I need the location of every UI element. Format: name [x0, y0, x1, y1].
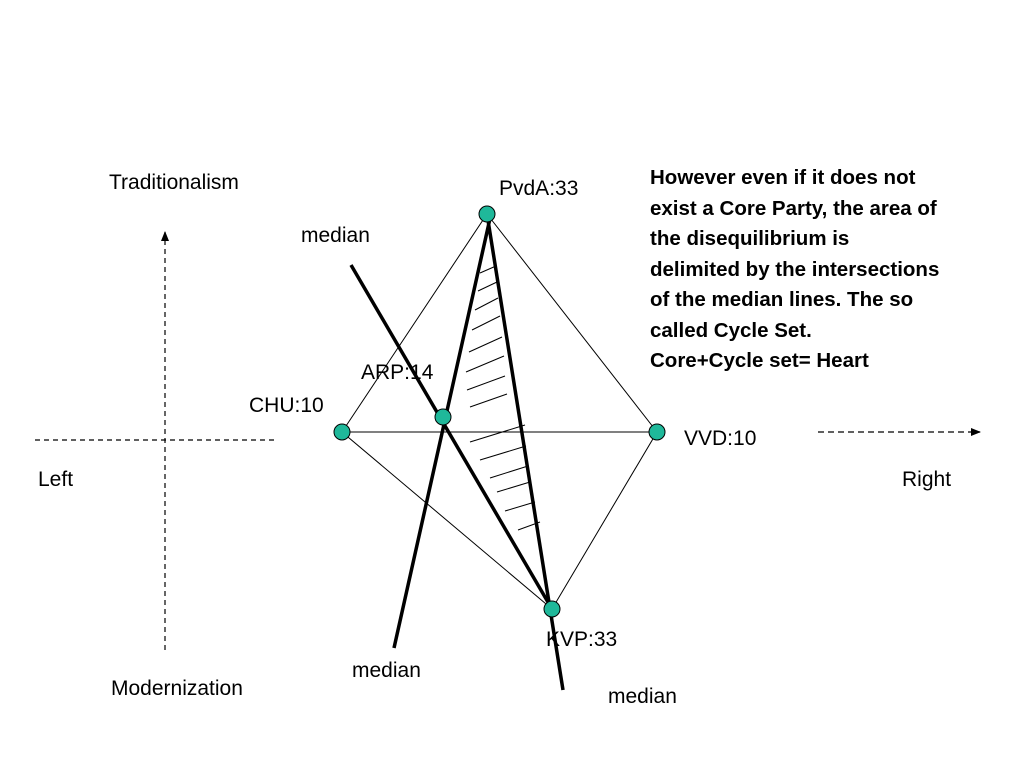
party-nodes: [333, 205, 666, 618]
median-line-diagonal: [349, 264, 554, 610]
party-node-arp: [434, 408, 452, 426]
party-node-chu: [333, 423, 351, 441]
axis-label-top: Traditionalism: [109, 171, 239, 194]
axis-label-right: Right: [902, 468, 952, 491]
note-line: called Cycle Set.: [650, 318, 812, 342]
party-label-vvd: VVD:10: [684, 427, 757, 450]
axis-label-left: Left: [38, 468, 74, 491]
median-label-bottom-left: median: [352, 659, 421, 682]
median-label-top: median: [301, 224, 370, 247]
party-label-pvda: PvdA:33: [499, 177, 579, 200]
note-line: the disequilibrium is: [650, 227, 850, 250]
note-line: exist a Core Party, the area of: [650, 196, 937, 220]
party-node-vvd: [648, 423, 666, 441]
axis-label-bottom: Modernization: [111, 677, 243, 700]
median-line-left: [392, 213, 493, 649]
note-line: However even if it does not: [650, 166, 916, 189]
party-label-kvp: KVP:33: [546, 628, 618, 651]
note-line: delimited by the intersections: [650, 257, 940, 281]
explanation-note: However even if it does not exist a Core…: [650, 163, 1020, 377]
median-label-bottom-right: median: [608, 685, 677, 708]
party-node-pvda: [478, 205, 496, 223]
party-diamond: [341, 213, 658, 610]
note-line: of the median lines. The so: [650, 288, 914, 311]
party-label-chu: CHU:10: [249, 394, 324, 417]
note-line: Core+Cycle set= Heart: [650, 349, 869, 372]
party-node-kvp: [543, 600, 561, 618]
cycle-set-hatching: [465, 265, 541, 531]
party-label-arp: ARP:14: [361, 361, 434, 384]
median-line-right: [485, 213, 565, 691]
